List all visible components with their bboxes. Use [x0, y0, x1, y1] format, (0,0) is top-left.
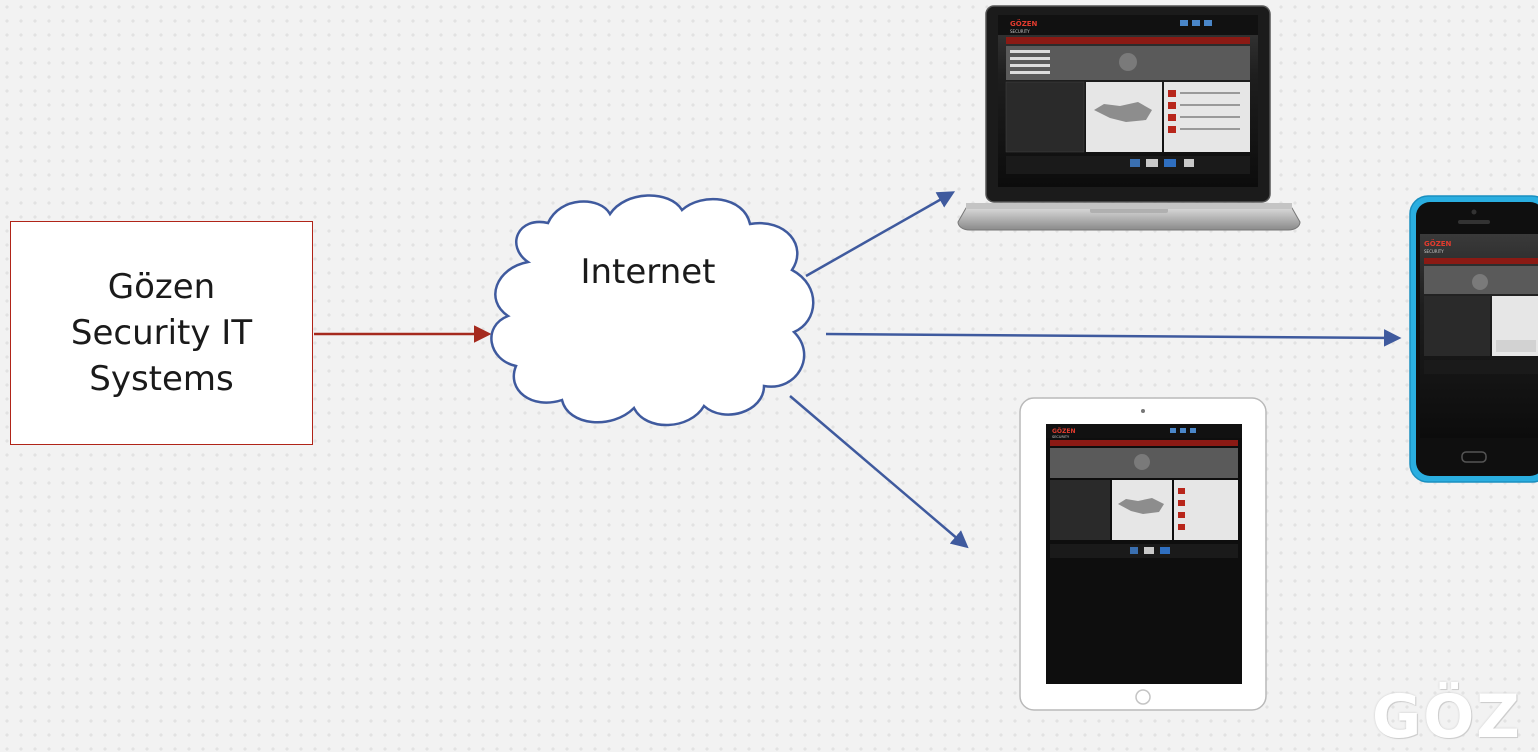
laptop-site-brand: GÖZEN [1010, 19, 1038, 28]
arrow-internet-to-laptop [805, 191, 956, 278]
watermark-text: GÖZ [1372, 682, 1522, 752]
source-node-box: Gözen Security IT Systems [10, 221, 313, 445]
tablet-site-brand: GÖZEN [1052, 428, 1076, 435]
network-diagram: GÖZEN SECURITY [314, 5, 1538, 711]
laptop-site-sub: SECURITY [1010, 29, 1030, 34]
internet-label: Internet [580, 252, 716, 292]
phone-site-sub: SECURITY [1424, 249, 1444, 254]
tablet-site-sub: SECURITY [1052, 435, 1070, 439]
source-node-label: Gözen Security IT Systems [70, 267, 253, 399]
internet-cloud-shape [490, 194, 815, 427]
phone-device: GÖZEN SECURITY [1409, 195, 1538, 483]
arrow-internet-to-phone [825, 329, 1402, 347]
laptop-device: GÖZEN SECURITY [957, 5, 1301, 231]
phone-site-brand: GÖZEN [1424, 239, 1452, 248]
tablet-device: GÖZEN SECURITY [1019, 397, 1267, 711]
arrow-internet-to-tablet [789, 395, 969, 549]
